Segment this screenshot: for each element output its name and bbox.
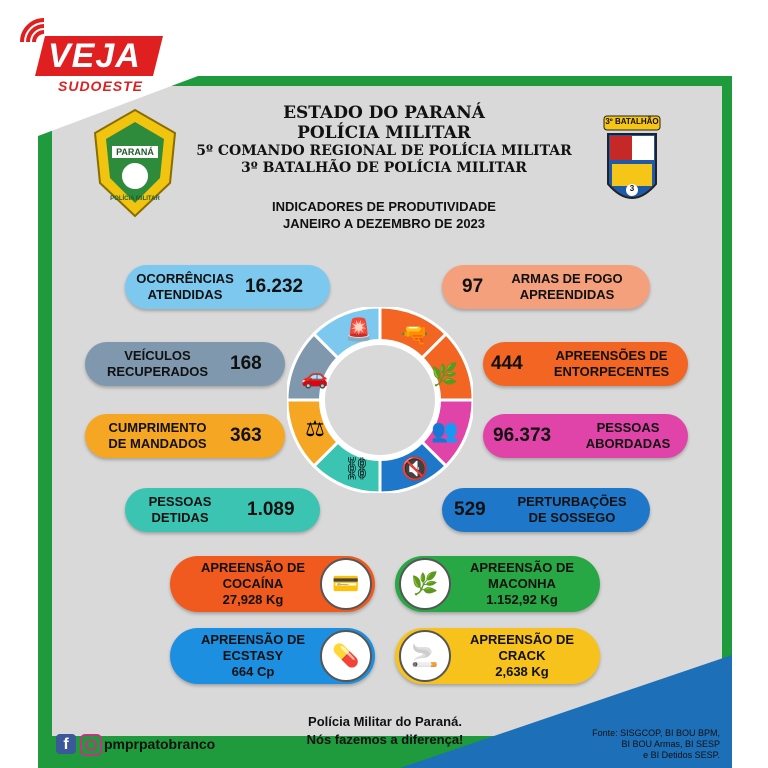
pm-badge-label: PARANÁ [116, 147, 154, 157]
pill-cocaina: APREENSÃO DE COCAÍNA 27,928 Kg 💳 [170, 556, 375, 612]
pm-badge-bottom: POLÍCIA MILITAR [110, 196, 160, 202]
abordadas-label-2: ABORDADAS [585, 436, 671, 451]
pill-crack: 🚬 APREENSÃO DE CRACK 2,638 Kg [395, 628, 600, 684]
mandados-value: 363 [230, 425, 262, 446]
indicator-wheel [287, 307, 473, 493]
pm-badge-icon [93, 108, 177, 218]
armas-label-2: APREENDIDAS [519, 287, 615, 302]
ecstasy-label-1: APREENSÃO DE [200, 632, 306, 647]
pistol-icon: 🔫 [401, 322, 429, 347]
detidas-value: 1.089 [247, 499, 295, 520]
header-org: POLÍCIA MILITAR [297, 123, 471, 143]
detidas-label-1: PESSOAS [148, 494, 212, 509]
entorpecentes-value: 444 [491, 353, 523, 374]
header-battalion: 3º BATALHÃO DE POLÍCIA MILITAR [241, 160, 527, 176]
source-line-3: e BI Detidos SESP. [643, 750, 720, 760]
pm-badge: PARANÁ POLÍCIA MILITAR [90, 108, 180, 218]
cannabis-icon: 🌿 [399, 558, 451, 610]
subtitle-indicators: INDICADORES DE PRODUTIVIDADE [272, 199, 496, 214]
instagram-icon[interactable] [80, 734, 102, 756]
ocorrencias-label-1: OCORRÊNCIAS [136, 271, 234, 286]
logo-title[interactable]: VEJA [48, 37, 141, 75]
car-icon: 🚗 [301, 364, 329, 389]
battalion-badge: 3º BATALHÃO 3 [602, 114, 662, 214]
entorpecentes-label-2: ENTORPECENTES [553, 364, 670, 379]
subtitle-period: JANEIRO A DEZEMBRO DE 2023 [282, 216, 486, 231]
pill-maconha: 🌿 APREENSÃO DE MACONHA 1.152,92 Kg [395, 556, 600, 612]
battalion-shield-icon [603, 115, 661, 199]
crack-pipe-icon: 🚬 [399, 630, 451, 682]
no-sound-icon: 🔇 [401, 456, 429, 481]
header-state: ESTADO DO PARANÁ [283, 103, 485, 123]
ocorrencias-label-2: ATENDIDAS [147, 287, 223, 302]
maconha-value: 1.152,92 Kg [486, 592, 558, 607]
ocorrencias-value: 16.232 [245, 276, 304, 297]
mandados-label-1: CUMPRIMENTO [108, 420, 207, 435]
facebook-icon[interactable]: f [56, 734, 76, 754]
perturbacoes-label-1: PERTURBAÇÕES [517, 494, 627, 509]
crack-label-1: APREENSÃO DE [469, 632, 575, 647]
scales-icon: ⚖ [305, 416, 325, 441]
pill-ecstasy: APREENSÃO DE ECSTASY 664 Cp 💊 [170, 628, 375, 684]
perturbacoes-label-2: DE SOSSEGO [528, 510, 616, 525]
slogan-line-1: Polícia Militar do Paraná. [308, 714, 462, 729]
cannabis-leaf-icon: 🌿 [431, 362, 459, 387]
veiculos-label-1: VEÍCULOS [124, 348, 191, 363]
social-handle[interactable]: pmprpatobranco [104, 736, 216, 752]
cocaina-label-1: APREENSÃO DE [200, 560, 306, 575]
ecstasy-label-2: ECSTASY [222, 648, 284, 663]
people-group-icon: 👥 [431, 418, 459, 443]
siren-icon: 🚨 [345, 317, 373, 342]
maconha-label-2: MACONHA [488, 576, 556, 591]
cocaine-card-icon: 💳 [320, 558, 372, 610]
crack-label-2: CRACK [498, 648, 546, 663]
entorpecentes-label-1: APREENSÕES DE [555, 348, 668, 363]
armas-value: 97 [462, 276, 484, 297]
veiculos-value: 168 [230, 353, 262, 374]
slogan-line-2: Nós fazemos a diferença! [306, 732, 464, 747]
source-line-2: BI BOU Armas, BI SESP [621, 739, 720, 749]
battalion-badge-number: 3 [629, 184, 635, 193]
abordadas-label-1: PESSOAS [596, 420, 660, 435]
veiculos-label-2: RECUPERADOS [106, 364, 209, 379]
pills-icon: 💊 [320, 630, 372, 682]
cocaina-value: 27,928 Kg [222, 592, 284, 607]
abordadas-value: 96.373 [493, 425, 552, 446]
source-note: Fonte: SISGCOP, BI BOU BPM, BI BOU Armas… [560, 728, 720, 761]
mandados-label-2: DE MANDADOS [108, 436, 207, 451]
wifi-icon [20, 18, 45, 43]
ecstasy-value: 664 Cp [231, 664, 275, 679]
crack-value: 2,638 Kg [495, 664, 549, 679]
source-line-1: Fonte: SISGCOP, BI BOU BPM, [592, 728, 720, 738]
maconha-label-1: APREENSÃO DE [469, 560, 575, 575]
handcuffs-icon: ⛓ [343, 456, 371, 481]
armas-label-1: ARMAS DE FOGO [511, 271, 623, 286]
header-command: 5º COMANDO REGIONAL DE POLÍCIA MILITAR [196, 143, 572, 159]
perturbacoes-value: 529 [454, 499, 486, 520]
cocaina-label-2: COCAÍNA [222, 576, 284, 591]
detidas-label-2: DETIDAS [151, 510, 209, 525]
battalion-badge-label: 3º BATALHÃO [605, 117, 659, 126]
logo-subtitle: SUDOESTE [58, 78, 144, 94]
